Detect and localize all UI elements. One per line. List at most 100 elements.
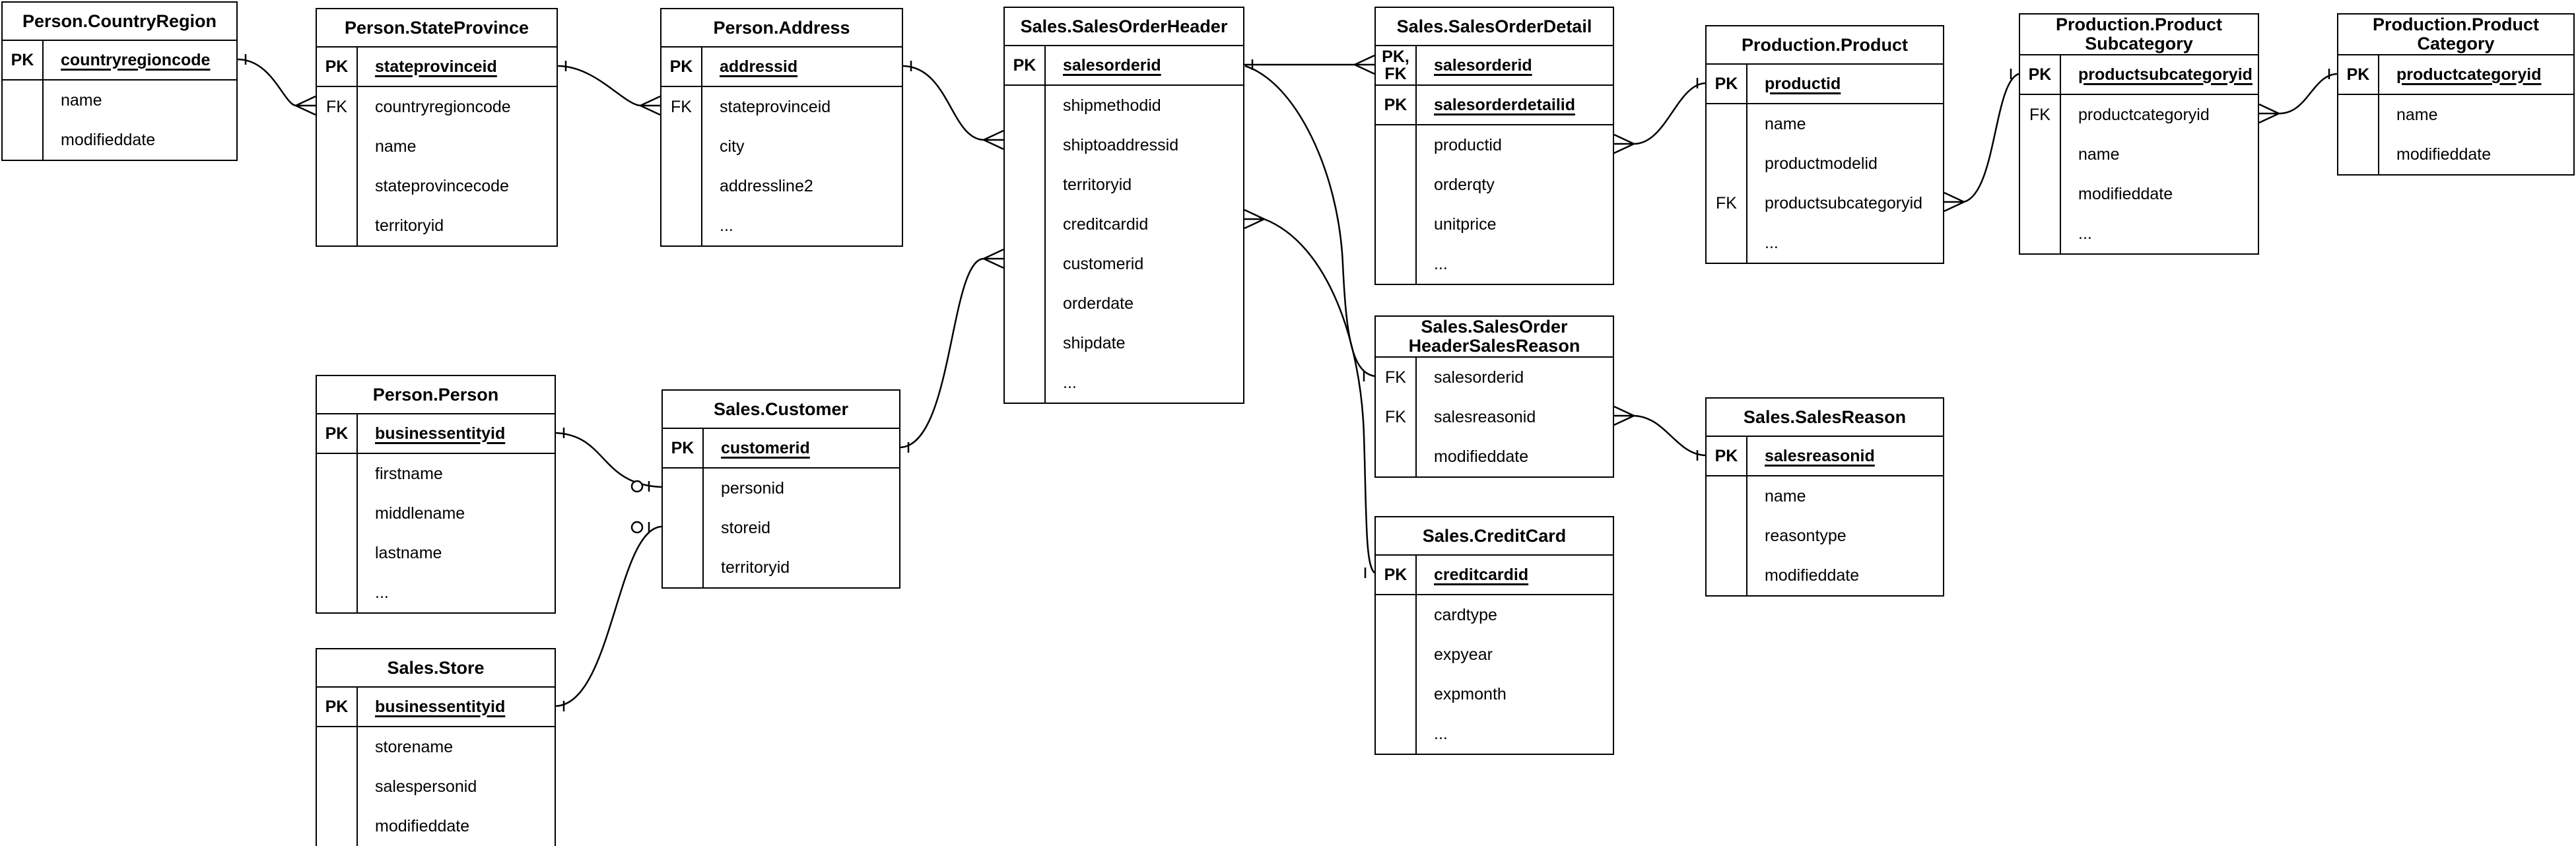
empty-key-cell bbox=[1005, 244, 1044, 284]
key-gutter bbox=[1376, 125, 1417, 284]
empty-key-cell bbox=[2020, 214, 2060, 253]
empty-key-cell bbox=[317, 533, 356, 573]
empty-key-cell bbox=[1005, 86, 1044, 125]
entity-title-line: Sales.SalesOrder bbox=[1421, 317, 1568, 337]
attribute-name-pk: salesreasonid bbox=[1765, 446, 1875, 465]
attribute-name: name bbox=[1765, 114, 1806, 133]
entity-title: Person.CountryRegion bbox=[3, 3, 236, 41]
entity-title-line: Sales.SalesOrderDetail bbox=[1396, 16, 1592, 36]
attribute-name: productcategoryid bbox=[2078, 105, 2210, 124]
key-badge: PK bbox=[1376, 86, 1417, 124]
empty-key-cell bbox=[317, 806, 356, 846]
attribute-name: productsubcategoryid bbox=[1765, 193, 1923, 212]
connector-productsubcategory-productcategory[interactable] bbox=[2258, 69, 2338, 124]
empty-key-cell bbox=[661, 206, 701, 245]
entity-title-line: Subcategory bbox=[2085, 34, 2193, 53]
attribute-name: modifieddate bbox=[375, 816, 470, 835]
key-badge: PK bbox=[2020, 55, 2061, 94]
connector-salesorderheader-headersalesreason[interactable] bbox=[1244, 65, 1375, 381]
many-crowfoot-icon bbox=[295, 95, 316, 116]
many-crowfoot-icon bbox=[640, 95, 661, 116]
empty-key-cell bbox=[1707, 104, 1746, 144]
entity-title-line: Category bbox=[2417, 34, 2495, 53]
connector-countryregion-stateprovince[interactable] bbox=[237, 54, 316, 116]
connector-creditcard-salesorderheader[interactable] bbox=[1244, 209, 1375, 578]
connector-address-salesorderheader[interactable] bbox=[902, 61, 1004, 150]
empty-key-cell bbox=[1707, 556, 1746, 595]
attribute-name: name bbox=[375, 137, 417, 156]
connector-person-customer[interactable] bbox=[555, 428, 662, 493]
empty-key-cell bbox=[3, 81, 42, 120]
attribute-name: territoryid bbox=[1063, 175, 1132, 194]
empty-key-cell bbox=[1707, 516, 1746, 556]
attribute-name: ... bbox=[1434, 724, 1448, 743]
key-gutter bbox=[1707, 476, 1747, 595]
key-badge: PK bbox=[317, 48, 358, 86]
attribute-name-pk: salesorderid bbox=[1063, 55, 1161, 75]
empty-key-cell bbox=[1005, 205, 1044, 244]
many-crowfoot-icon bbox=[2258, 103, 2280, 124]
many-crowfoot-icon bbox=[1613, 133, 1635, 154]
empty-key-cell bbox=[661, 127, 701, 166]
connector-store-customer[interactable] bbox=[555, 521, 662, 711]
attribute-name: salespersonid bbox=[375, 777, 477, 796]
connector-stateprovince-address[interactable] bbox=[557, 61, 661, 116]
entity-title-line: Production.Product bbox=[2373, 15, 2539, 34]
attribute-name: shiptoaddressid bbox=[1063, 135, 1179, 154]
connector-salesorderdetail-product[interactable] bbox=[1613, 78, 1706, 154]
attribute-name: addressline2 bbox=[720, 176, 813, 195]
attribute-name: ... bbox=[1765, 233, 1779, 252]
attribute-name: name bbox=[2396, 105, 2438, 124]
connector-salesorderheader-salesorderdetail[interactable] bbox=[1244, 54, 1375, 75]
many-crowfoot-icon bbox=[983, 248, 1004, 269]
attribute-name: ... bbox=[720, 216, 733, 235]
connector-product-productsubcategory[interactable] bbox=[1944, 69, 2019, 212]
entity-title-line: Person.Address bbox=[713, 17, 850, 38]
empty-key-cell bbox=[317, 166, 356, 206]
key-gutter: FK bbox=[1707, 104, 1747, 263]
empty-key-cell bbox=[317, 494, 356, 533]
fk-badge: FK bbox=[1716, 193, 1737, 212]
empty-key-cell bbox=[663, 469, 702, 508]
entity-title: Person.Person bbox=[317, 376, 555, 414]
empty-key-cell bbox=[1005, 125, 1044, 165]
connector-customer-salesorderheader[interactable] bbox=[900, 248, 1004, 453]
entity-title-line: Person.Person bbox=[372, 384, 499, 405]
entity-title-line: Sales.Store bbox=[387, 657, 485, 678]
attribute-name: ... bbox=[1063, 373, 1077, 392]
key-badge: PK bbox=[663, 429, 704, 467]
many-crowfoot-icon bbox=[1244, 209, 1265, 230]
attribute-name: reasontype bbox=[1765, 526, 1847, 545]
empty-key-cell bbox=[1005, 323, 1044, 363]
many-crowfoot-icon bbox=[1613, 405, 1635, 426]
connector-headersalesreason-salesreason[interactable] bbox=[1613, 405, 1706, 461]
attribute-name: shipmethodid bbox=[1063, 96, 1161, 115]
key-gutter: FK bbox=[2020, 95, 2061, 253]
